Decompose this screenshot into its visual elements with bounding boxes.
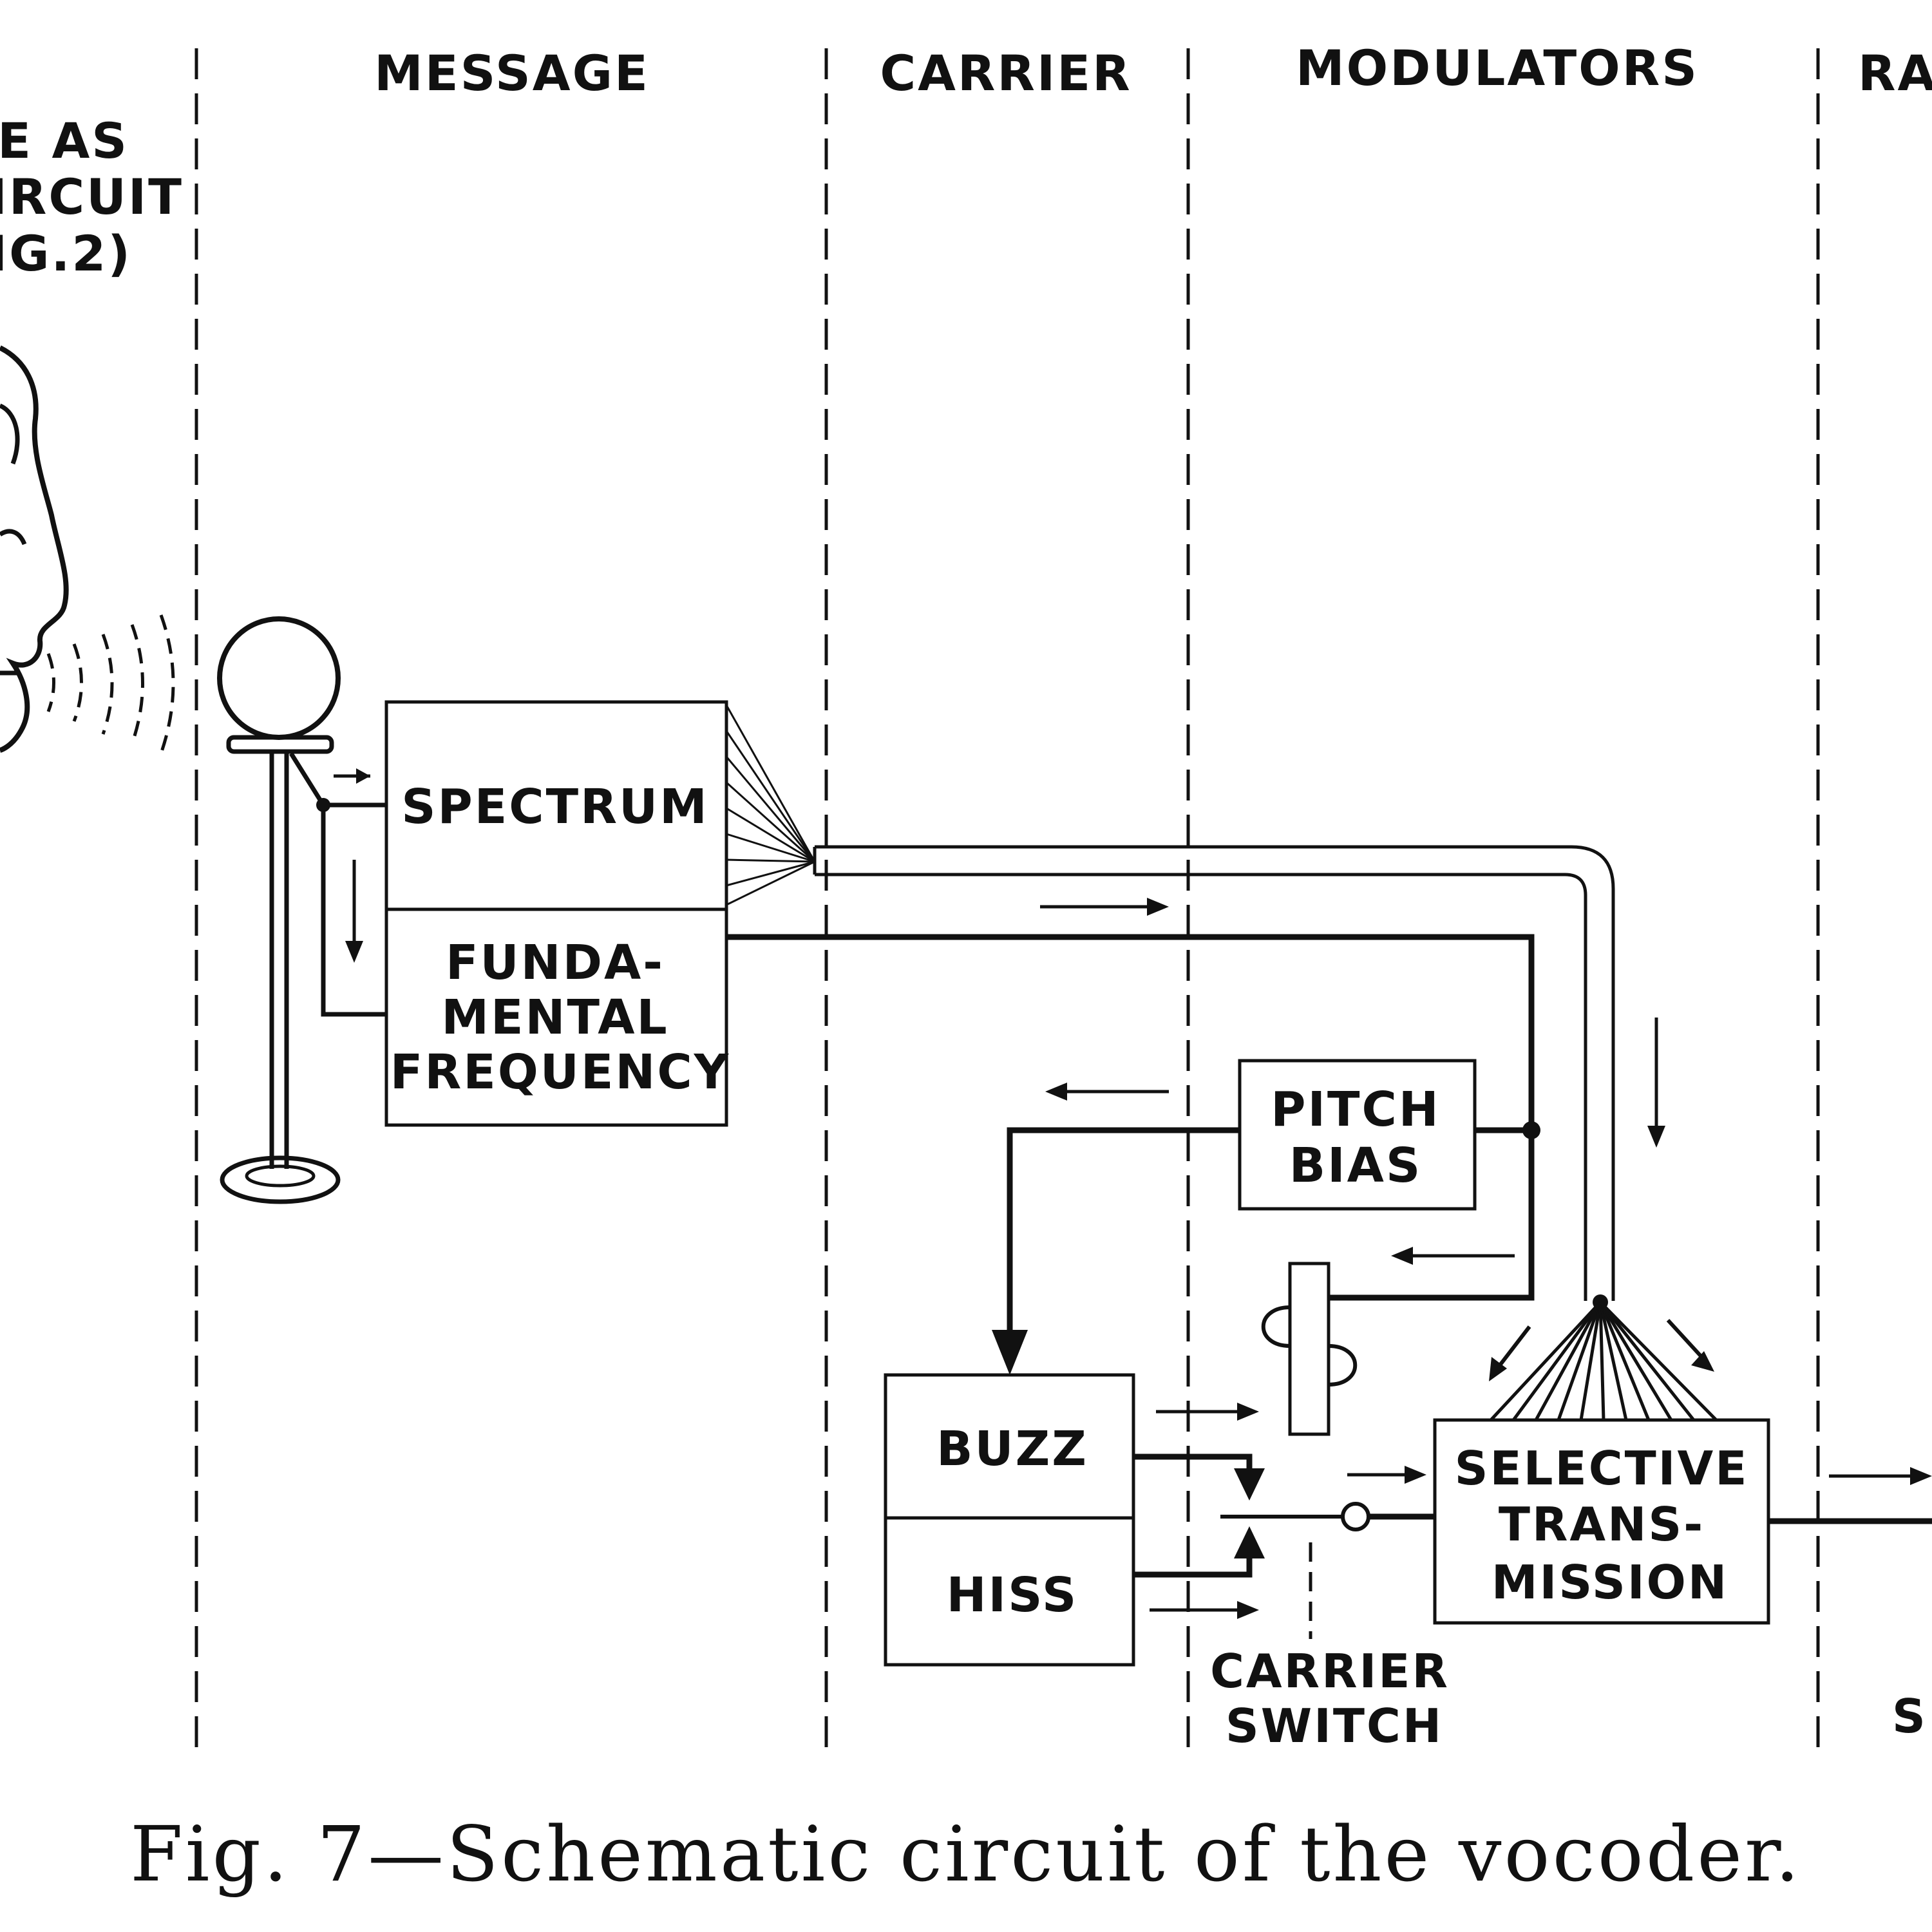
speaker-hair: [0, 403, 20, 465]
arrow-head-3: [1147, 898, 1169, 916]
relay-coil-icon: [1261, 1262, 1358, 1436]
section-cut-right: RA: [1858, 44, 1932, 102]
carrier-switch-contact: [1341, 1502, 1370, 1531]
buzz-block: [884, 1373, 1135, 1520]
arrow-head-2: [345, 941, 363, 963]
buzz-output-line: [1133, 1454, 1253, 1475]
fundamental-label-line-1: FUNDA-: [446, 935, 665, 990]
pitch-to-buzz-line: [1007, 1127, 1240, 1340]
side-note-line-3: IG.2): [0, 225, 132, 282]
section-message: MESSAGE: [374, 44, 650, 102]
pitch-bias-label-line-1: PITCH: [1271, 1082, 1441, 1137]
selective-label-line-1: SELECTIVE: [1455, 1441, 1749, 1495]
spectrum-bus-inner: [815, 873, 1587, 1301]
carrier-switch-label-line-1: CARRIER: [1210, 1644, 1450, 1698]
mic-to-fundamental-wire: [321, 805, 386, 1017]
side-note-line-1: E AS: [0, 112, 129, 169]
arrow-head-1: [356, 768, 370, 784]
arrow-head-6: [1691, 1351, 1714, 1372]
arrow-head-8: [1045, 1083, 1067, 1101]
buzz-label: BUZZ: [936, 1421, 1088, 1477]
section-modulators: MODULATORS: [1296, 39, 1699, 97]
arrow-head-12: [1910, 1467, 1932, 1485]
spectrum-fan-out: [725, 705, 816, 906]
figure-caption: Fig. 7—Schematic circuit of the vocoder.: [130, 1810, 1802, 1899]
spectrum-label: SPECTRUM: [401, 779, 709, 835]
section-carrier: CARRIER: [880, 44, 1132, 102]
arrow-head-7: [1391, 1247, 1413, 1265]
arrow-head-buzz: [992, 1330, 1028, 1375]
switch-arrow-down: [1234, 1468, 1265, 1501]
fundamental-frequency-block: [384, 907, 728, 1127]
side-note-line-2: CIRCUIT: [0, 168, 184, 225]
arrow-head-11: [1405, 1466, 1426, 1484]
mic-signal-wire: [289, 752, 386, 808]
selective-fan-in: [1490, 1301, 1718, 1421]
arrow-head-4: [1647, 1126, 1665, 1148]
selective-label-line-2: TRANS-: [1499, 1497, 1705, 1551]
selective-label-line-3: MISSION: [1492, 1555, 1728, 1609]
microphone-icon: [217, 616, 341, 1204]
fundamental-label-line-2: MENTAL: [441, 990, 668, 1045]
pitch-bias-block: [1238, 1059, 1477, 1211]
arrow-diag-left: [1495, 1325, 1531, 1370]
switch-arrow-up: [1234, 1526, 1265, 1558]
speaker-head-illustration: [0, 345, 69, 753]
cut-label-bottom-right: S: [1892, 1689, 1927, 1743]
fundamental-line: [726, 934, 1535, 1301]
spectrum-block: [384, 700, 728, 911]
arrow-diag-right: [1666, 1318, 1705, 1361]
hiss-output-line: [1133, 1552, 1253, 1578]
carrier-switch-label-line-2: SWITCH: [1226, 1699, 1443, 1753]
sound-waves: [46, 614, 175, 754]
hiss-label: HISS: [947, 1567, 1079, 1623]
fundamental-label-line-3: FREQUENCY: [390, 1045, 730, 1100]
spectrum-bus-outer: [815, 845, 1615, 1301]
pitch-bias-label-line-2: BIAS: [1289, 1138, 1423, 1193]
speaker-eye: [0, 529, 27, 545]
hiss-block: [884, 1516, 1135, 1667]
arrow-head-9: [1237, 1403, 1259, 1421]
selective-transmission-block: [1433, 1418, 1770, 1625]
arrow-head-10: [1237, 1601, 1259, 1619]
arrow-head-5: [1489, 1357, 1507, 1381]
